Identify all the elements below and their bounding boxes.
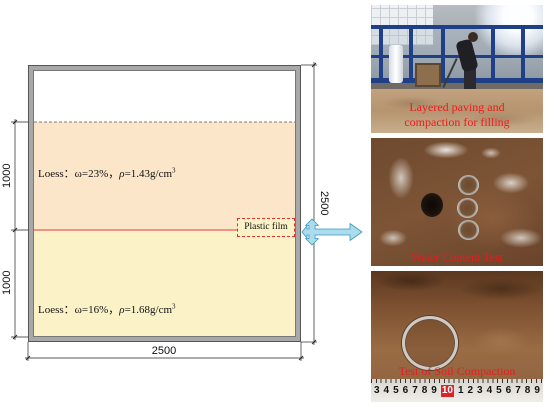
density-symbol: ρ — [119, 168, 125, 180]
soil-bed — [371, 89, 543, 133]
soil-crate — [415, 63, 441, 87]
ruler-number: 6 — [505, 385, 512, 396]
ruler-number: 7 — [412, 385, 418, 396]
ruler-number: 3 — [477, 385, 483, 396]
lower-loess-density-text: =1.68g/cm — [124, 304, 173, 316]
white-cylinder — [389, 45, 403, 83]
lower-loess-label: Loess：ω=16%，ρ=1.68g/cm3 — [38, 302, 176, 317]
photo-caption: Water Content Test — [411, 250, 503, 264]
total-height-dimension-label: 2500 — [318, 190, 330, 216]
bright-window — [475, 5, 543, 59]
upper-height-dimension-label: 1000 — [1, 163, 13, 189]
ruler-number: 7 — [515, 385, 521, 396]
worker-head — [468, 32, 478, 42]
floor — [371, 83, 543, 91]
unit-exponent: 3 — [172, 166, 176, 175]
steel-frame-bar — [441, 25, 445, 83]
ruler-number: 4 — [383, 385, 390, 396]
sampling-cylinder — [458, 220, 479, 240]
caption-line: compaction for filling — [404, 115, 510, 129]
ruler-number: 8 — [524, 385, 531, 396]
steel-frame-bar — [521, 25, 525, 83]
ruler-number: 9 — [534, 385, 540, 396]
dimension-tick — [12, 334, 18, 340]
photo-water-content-test: Water Content Test — [371, 138, 543, 266]
plastic-film-callout: Plastic film — [237, 218, 295, 237]
upper-loess-moisture-text: Loess：ω=23%， — [38, 168, 120, 180]
dimension-tick — [25, 355, 31, 361]
photo-caption: Layered paving and compaction for fillin… — [371, 100, 543, 130]
lower-height-dimension-label: 1000 — [1, 270, 13, 296]
unit-exponent: 3 — [172, 302, 176, 311]
photo-layered-paving: Layered paving and compaction for fillin… — [371, 5, 543, 133]
dimension-tick — [311, 62, 317, 68]
upper-loess-label: Loess：ω=23%，ρ=1.43g/cm3 — [38, 166, 176, 181]
ruler-number: 6 — [402, 385, 409, 396]
steel-frame-bar — [379, 25, 383, 83]
worker-legs — [464, 67, 476, 91]
lower-loess-layer — [34, 230, 295, 336]
dimension-tick — [12, 119, 18, 125]
sampling-cylinder — [458, 175, 479, 195]
steel-frame-bar — [491, 25, 495, 83]
dimension-tick — [12, 227, 18, 233]
ruler-number: 5 — [393, 385, 399, 396]
ruler-number: 2 — [467, 385, 474, 396]
ruler-number: 4 — [486, 385, 493, 396]
ruler-number: 9 — [431, 385, 437, 396]
steel-frame-bar — [371, 78, 543, 83]
ruler-number: 5 — [496, 385, 502, 396]
ruler-number: 3 — [374, 385, 380, 396]
cutting-ring — [402, 316, 458, 370]
connector-arrow — [301, 218, 363, 246]
upper-loess-layer — [34, 122, 295, 230]
photo-caption: Test of Soil Compaction — [398, 364, 516, 378]
steel-frame-bar — [371, 25, 543, 29]
diagram-lines — [11, 62, 363, 361]
ruler-number: 1 — [457, 385, 464, 396]
ruler-number: 10 — [440, 385, 454, 397]
caption-line: Layered paving and — [409, 100, 505, 114]
ruler-number: 8 — [421, 385, 428, 396]
steel-frame-bar — [409, 25, 413, 83]
sampling-hole — [421, 193, 443, 217]
upper-loess-density-text: =1.43g/cm — [124, 168, 173, 180]
dimension-tick — [298, 355, 304, 361]
steel-frame-bar — [371, 55, 543, 58]
density-symbol: ρ — [119, 304, 125, 316]
dimension-tick — [311, 339, 317, 345]
width-dimension-label: 2500 — [151, 345, 177, 357]
lower-loess-moisture-text: Loess：ω=16%， — [38, 304, 120, 316]
sampling-cylinder — [457, 198, 478, 218]
